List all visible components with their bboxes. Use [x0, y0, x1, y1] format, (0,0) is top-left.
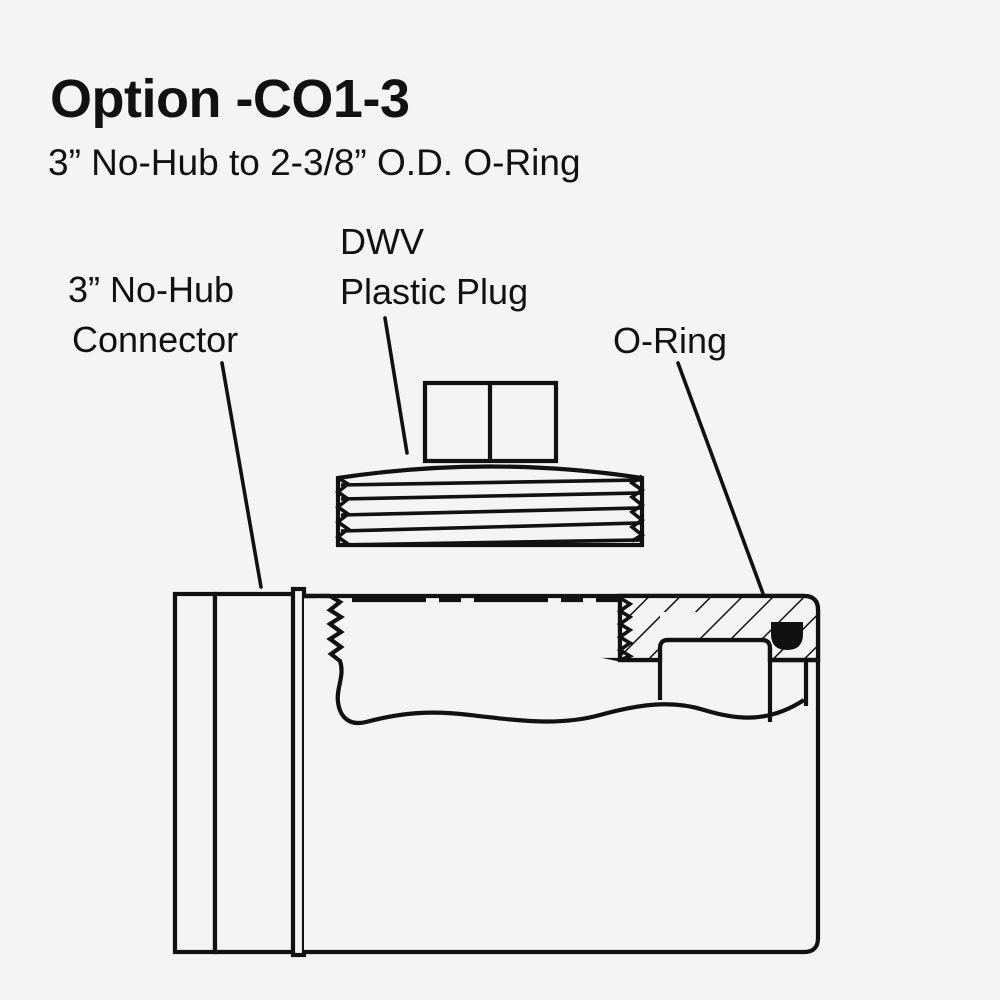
connector-band-outer: [172, 591, 218, 955]
hub-internal-thread-profile: [616, 596, 635, 662]
leader-line-dwv-plastic-plug: [383, 316, 409, 455]
page-title: Option -CO1-3: [50, 69, 409, 129]
plug-thread-line-2: [340, 491, 641, 501]
plug-thread-line-4: [340, 521, 641, 533]
leader-line-no-hub-connector: [220, 361, 263, 589]
plug-thread-profile-left: [334, 476, 352, 546]
plug-body: [335, 464, 645, 548]
dwv-plastic-plug-part: [334, 380, 646, 548]
hub-right-edge: [803, 610, 821, 955]
plug-thread-line-3: [340, 506, 641, 517]
plug-thread-line-5: [340, 538, 641, 547]
callout-dwv-plastic-plug-line2: Plastic Plug: [340, 271, 528, 312]
connector-clamp-stripe: [290, 586, 307, 958]
callout-no-hub-connector-line1: 3” No-Hub: [68, 269, 234, 310]
hub-wall-section-edge: [617, 593, 821, 663]
callout-dwv-plastic-plug-line1: DWV: [340, 221, 424, 262]
plug-thread-line-1: [340, 478, 641, 487]
o-ring-seal: [771, 622, 803, 650]
page-subtitle: 3” No-Hub to 2-3/8” O.D. O-Ring: [48, 142, 581, 183]
o-ring-seat-group: [657, 648, 818, 722]
callout-o-ring-label: O-Ring: [613, 320, 727, 361]
plug-thread-profile-right: [628, 474, 646, 543]
cutaway-break-line: [304, 593, 806, 726]
leader-line-o-ring: [676, 361, 781, 639]
connector-sleeve: [212, 591, 303, 955]
callout-no-hub-connector-line2: Connector: [72, 319, 238, 360]
no-hub-connector-part: [172, 586, 307, 958]
